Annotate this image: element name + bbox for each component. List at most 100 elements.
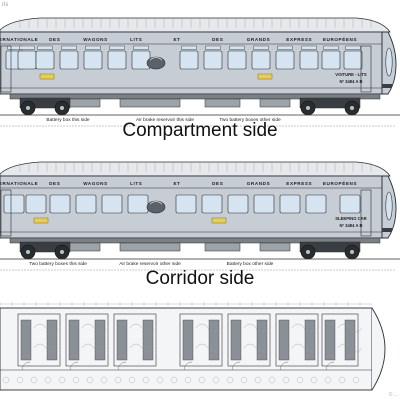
equipment-box bbox=[259, 98, 291, 108]
roof-lettering: GRANDS bbox=[247, 181, 271, 186]
wheel-hub bbox=[26, 106, 30, 110]
bogie-frame bbox=[299, 241, 361, 253]
window-vent bbox=[205, 45, 221, 50]
roof-lettering: WAGONS bbox=[83, 37, 108, 42]
corridor-pattern bbox=[128, 376, 136, 384]
window bbox=[339, 194, 361, 214]
berth bbox=[68, 319, 80, 361]
window bbox=[49, 194, 71, 214]
wheel-hub bbox=[350, 106, 354, 110]
roof-lettering: EXPRESS bbox=[286, 37, 312, 42]
window bbox=[17, 50, 37, 70]
compartment-side-caption: Compartment side bbox=[122, 120, 278, 141]
wheel-hub bbox=[26, 250, 30, 254]
window bbox=[175, 194, 197, 214]
bogie-frame bbox=[19, 241, 71, 253]
equipment-box bbox=[204, 98, 241, 108]
roof-lettering: WAGONS bbox=[83, 181, 108, 186]
wheel-hub bbox=[306, 106, 310, 110]
compartment bbox=[65, 313, 109, 367]
corridor-pattern bbox=[282, 376, 290, 384]
corridor-pattern bbox=[30, 376, 38, 384]
bogie-frame bbox=[19, 97, 71, 109]
corridor-pattern bbox=[58, 376, 66, 384]
roof-lettering: EUROPÉENS bbox=[323, 179, 357, 186]
window bbox=[227, 50, 247, 70]
equipment-note: Air brake reservoir other side bbox=[119, 261, 181, 267]
floor-plan bbox=[0, 302, 386, 391]
compartment bbox=[227, 313, 271, 367]
compartment-side-elevation: INTERNATIONALEDESWAGONSLITSETDESGRANDSEX… bbox=[0, 17, 400, 127]
compartment bbox=[275, 313, 319, 367]
floor-pattern bbox=[81, 323, 107, 333]
window bbox=[59, 50, 79, 70]
berth bbox=[94, 319, 106, 361]
berth bbox=[20, 319, 32, 361]
corridor-pattern bbox=[156, 376, 164, 384]
floor-pattern bbox=[337, 343, 363, 353]
door-swing bbox=[69, 361, 79, 371]
door-swing bbox=[183, 361, 193, 371]
roof-lettering: DES bbox=[212, 37, 223, 42]
car-type-label: VOITURE - LITS bbox=[335, 72, 367, 77]
window-vent bbox=[229, 45, 245, 50]
door bbox=[0, 189, 12, 237]
berth bbox=[344, 319, 356, 361]
window-vent bbox=[19, 45, 35, 50]
window bbox=[253, 194, 275, 214]
corridor-pattern bbox=[212, 376, 220, 384]
corridor-pattern bbox=[240, 376, 248, 384]
window bbox=[179, 50, 199, 70]
underframe bbox=[9, 93, 381, 100]
copyright-text: © ... bbox=[388, 392, 398, 398]
car-type-label: SLEEPING CAR bbox=[335, 216, 366, 221]
corridor-pattern bbox=[16, 376, 24, 384]
window bbox=[83, 50, 103, 70]
roof-lettering: LITS bbox=[130, 181, 142, 186]
watermark: ris bbox=[2, 2, 9, 8]
corridor-pattern bbox=[338, 376, 346, 384]
equipment-note: Two battery boxes this side bbox=[29, 261, 87, 267]
window bbox=[321, 50, 341, 70]
corridor-side-caption: Corridor side bbox=[145, 268, 255, 289]
berth bbox=[116, 319, 128, 361]
berth bbox=[278, 319, 290, 361]
corridor-pattern bbox=[72, 376, 80, 384]
equipment-box bbox=[204, 242, 241, 252]
roof-lettering: DES bbox=[212, 181, 223, 186]
roof-lettering: ET bbox=[173, 181, 180, 186]
corridor-pattern bbox=[296, 376, 304, 384]
roof-lettering: EXPRESS bbox=[286, 181, 312, 186]
berth bbox=[304, 319, 316, 361]
window-vent bbox=[277, 45, 293, 50]
crest-emblem bbox=[146, 200, 166, 214]
window bbox=[343, 50, 363, 70]
window-vent bbox=[109, 45, 125, 50]
floor-pattern bbox=[81, 343, 107, 353]
window-vent bbox=[181, 45, 197, 50]
window bbox=[35, 50, 55, 70]
corridor-pattern bbox=[184, 376, 192, 384]
floor-pattern bbox=[195, 323, 221, 333]
roof-lettering: ET bbox=[173, 37, 180, 42]
end-window bbox=[385, 191, 393, 221]
berth bbox=[230, 319, 242, 361]
name-plaque bbox=[39, 73, 55, 80]
floor-pattern bbox=[33, 343, 59, 353]
roof-lettering: DES bbox=[49, 37, 60, 42]
floor-pattern bbox=[195, 343, 221, 353]
roof-lettering: GRANDS bbox=[247, 37, 271, 42]
buffer bbox=[382, 228, 392, 232]
underframe bbox=[9, 237, 381, 244]
floor-pattern bbox=[291, 323, 317, 333]
window bbox=[101, 194, 123, 214]
equipment-box bbox=[259, 242, 291, 252]
equipment-note: Battery box other side bbox=[227, 261, 274, 267]
roof-lettering: INTERNATIONALE bbox=[0, 181, 38, 186]
window-vent bbox=[301, 45, 317, 50]
window-vent bbox=[37, 45, 53, 50]
compartment bbox=[17, 313, 61, 367]
roof-lettering: EUROPÉENS bbox=[323, 35, 357, 42]
bogie-frame bbox=[299, 97, 361, 109]
